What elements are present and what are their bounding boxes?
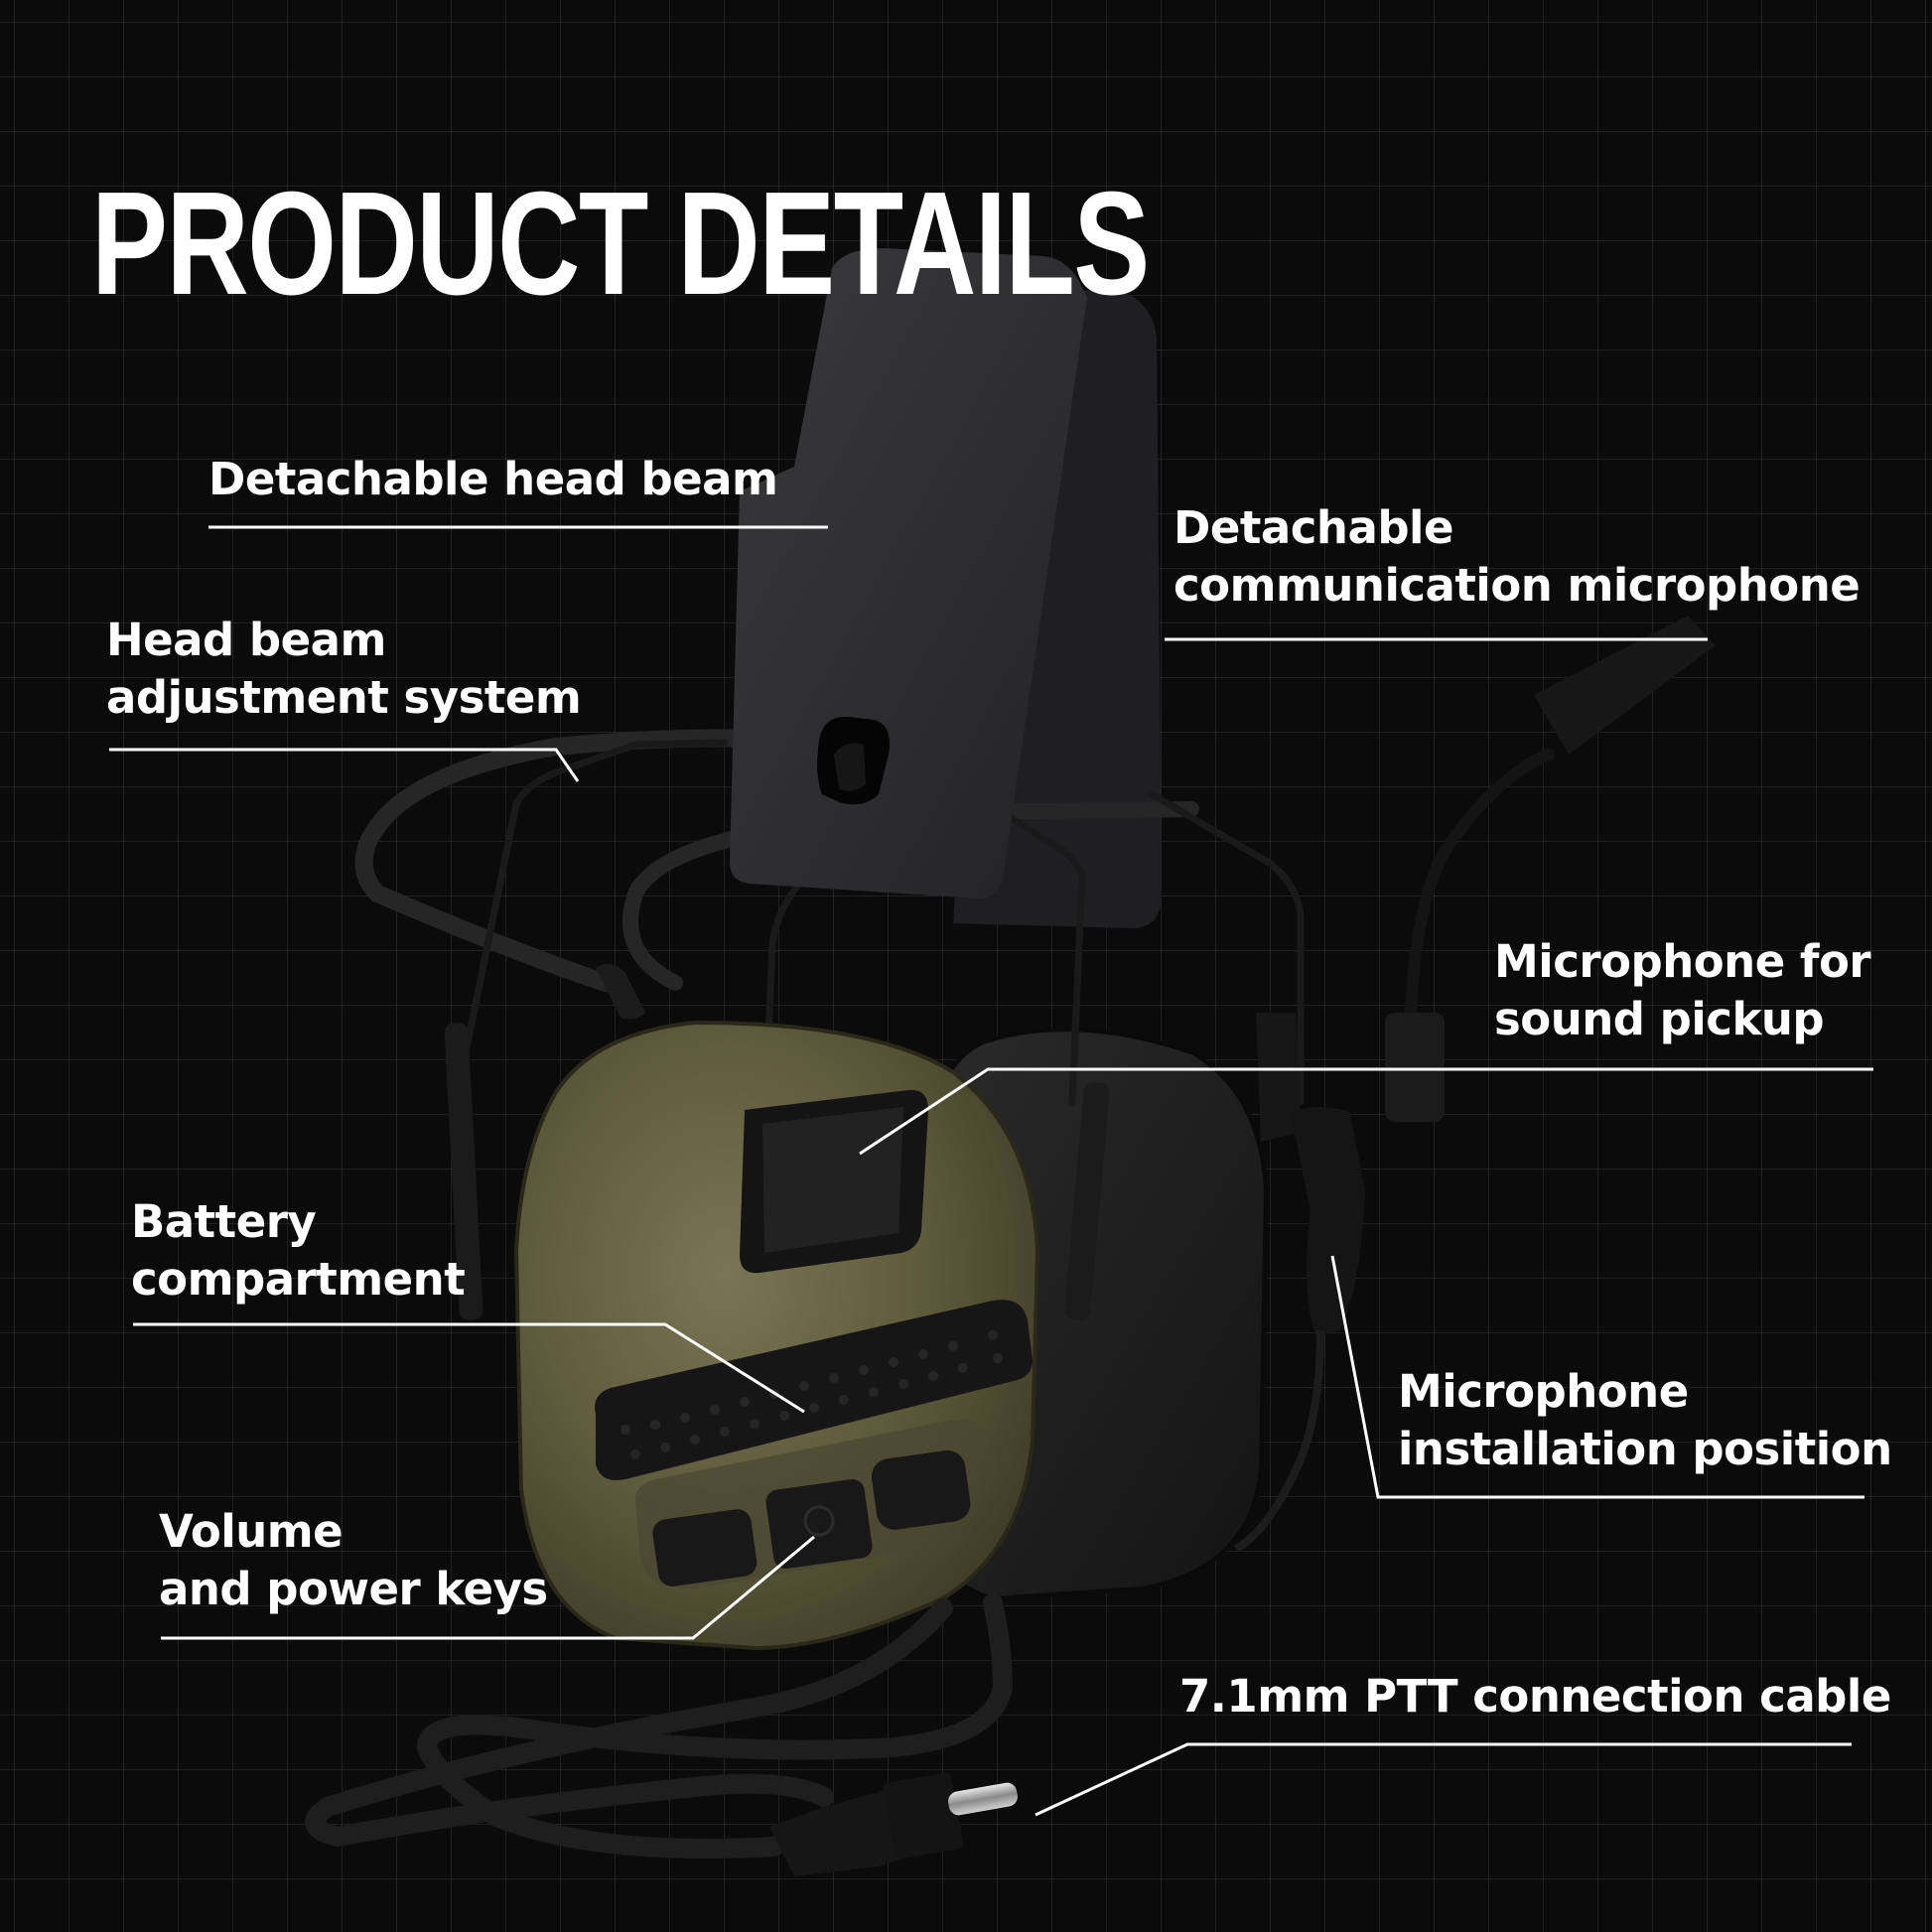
callout-line: Detachable head beam	[208, 453, 778, 505]
callout-line: 7.1mm PTT connection cable	[1179, 1670, 1891, 1723]
callout-line: Battery	[131, 1195, 317, 1248]
callout-battery: Battery compartment	[131, 1193, 466, 1309]
callout-line: Microphone	[1398, 1365, 1689, 1418]
callout-line: Volume	[159, 1505, 344, 1558]
callout-line: adjustment system	[106, 671, 582, 724]
callout-line: compartment	[131, 1253, 466, 1306]
callout-line: and power keys	[159, 1563, 548, 1615]
mic-grille	[740, 1089, 928, 1274]
callout-line: Detachable	[1173, 501, 1454, 554]
ptt-cable	[305, 1593, 1014, 1859]
battery-cover	[595, 1300, 1033, 1480]
ptt-connector	[769, 1772, 1018, 1876]
callout-line: installation position	[1398, 1423, 1892, 1475]
callout-comm-mic: Detachable communication microphone	[1173, 499, 1861, 615]
head-beam-felt	[730, 248, 1087, 898]
page-title: PRODUCT DETAILS	[91, 162, 1150, 326]
callout-adjustment: Head beam adjustment system	[106, 612, 582, 727]
callout-ptt-cable: 7.1mm PTT connection cable	[1179, 1668, 1891, 1725]
callout-keys: Volume and power keys	[159, 1503, 548, 1618]
callout-line: sound pickup	[1494, 993, 1825, 1045]
callout-line: Head beam	[106, 614, 386, 666]
callout-line: Microphone for	[1494, 935, 1871, 988]
callout-sound-pickup: Microphone for sound pickup	[1494, 933, 1871, 1048]
callout-line: communication microphone	[1173, 559, 1861, 612]
callout-head-beam: Detachable head beam	[208, 451, 778, 508]
callout-mic-install: Microphone installation position	[1398, 1363, 1892, 1478]
